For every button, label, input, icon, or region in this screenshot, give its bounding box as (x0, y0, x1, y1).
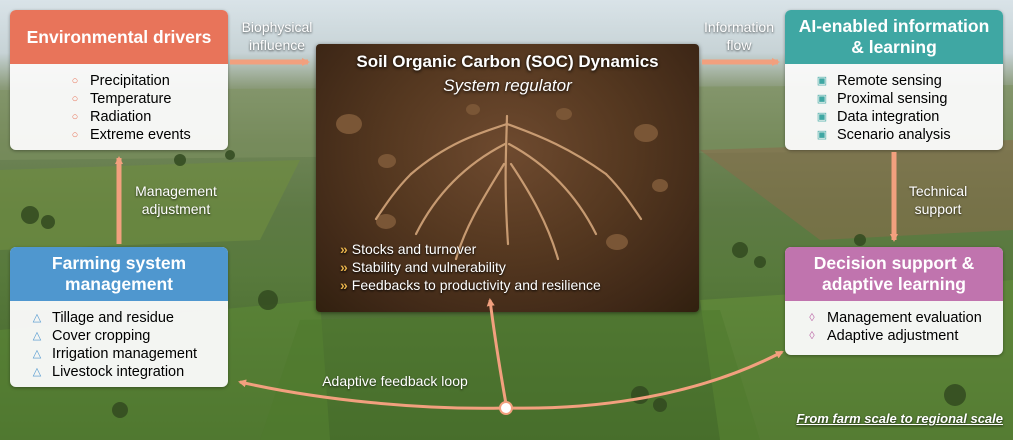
square-bullet-icon: ▣ (816, 111, 828, 123)
triangle-bullet-icon: △ (32, 312, 42, 324)
soc-dynamics-panel: Soil Organic Carbon (SOC) Dynamics Syste… (316, 44, 699, 312)
scale-note: From farm scale to regional scale (796, 411, 1003, 426)
environmental-drivers-card: Environmental drivers ○Precipitation ○Te… (10, 10, 228, 150)
ai-information-card: AI-enabled information& learning ▣Remote… (785, 10, 1003, 150)
list-item: ◊Adaptive adjustment (805, 327, 1003, 345)
triangle-bullet-icon: △ (32, 366, 42, 378)
circle-bullet-icon: ○ (71, 111, 79, 123)
list-item: ▣Proximal sensing (816, 91, 948, 107)
soc-item-list: »Stocks and turnover »Stability and vuln… (340, 240, 601, 294)
chevron-right-icon: » (340, 259, 348, 275)
soc-item: »Feedbacks to productivity and resilienc… (340, 277, 601, 293)
adaptive-feedback-label: Adaptive feedback loop (322, 373, 468, 389)
circle-bullet-icon: ○ (71, 129, 79, 141)
triangle-bullet-icon: △ (32, 330, 42, 342)
list-item: △Tillage and residue (30, 309, 228, 327)
circle-bullet-icon: ○ (71, 93, 79, 105)
soc-item: »Stocks and turnover (340, 241, 477, 257)
ai-information-title: AI-enabled information& learning (785, 10, 1003, 64)
list-item: ○Radiation (68, 108, 228, 126)
decision-support-title: Decision support &adaptive learning (785, 247, 1003, 301)
list-item: ▣Scenario analysis (816, 127, 951, 143)
list-item: ▣Remote sensing (816, 73, 942, 89)
soc-subtitle: System regulator (443, 76, 572, 95)
list-item: △Livestock integration (30, 363, 228, 381)
list-item: ○Precipitation (68, 72, 228, 90)
decision-support-card: Decision support &adaptive learning ◊Man… (785, 247, 1003, 355)
chevron-right-icon: » (340, 277, 348, 293)
list-item: ○Temperature (68, 90, 228, 108)
square-bullet-icon: ▣ (816, 129, 828, 141)
list-item: △Irrigation management (30, 345, 228, 363)
chevron-right-icon: » (340, 241, 348, 257)
triangle-bullet-icon: △ (32, 348, 42, 360)
list-item: ◊Management evaluation (805, 309, 1003, 327)
diamond-bullet-icon: ◊ (809, 312, 815, 324)
circle-bullet-icon: ○ (71, 75, 79, 87)
square-bullet-icon: ▣ (816, 93, 828, 105)
environmental-drivers-title: Environmental drivers (10, 10, 228, 64)
list-item: △Cover cropping (30, 327, 228, 345)
soc-title: Soil Organic Carbon (SOC) Dynamics (356, 52, 659, 71)
square-bullet-icon: ▣ (816, 75, 828, 87)
list-item: ○Extreme events (68, 126, 228, 144)
soc-item: »Stability and vulnerability (340, 259, 506, 275)
list-item: ▣Data integration (816, 109, 940, 125)
diamond-bullet-icon: ◊ (809, 330, 815, 342)
root-system-illustration (374, 114, 643, 261)
